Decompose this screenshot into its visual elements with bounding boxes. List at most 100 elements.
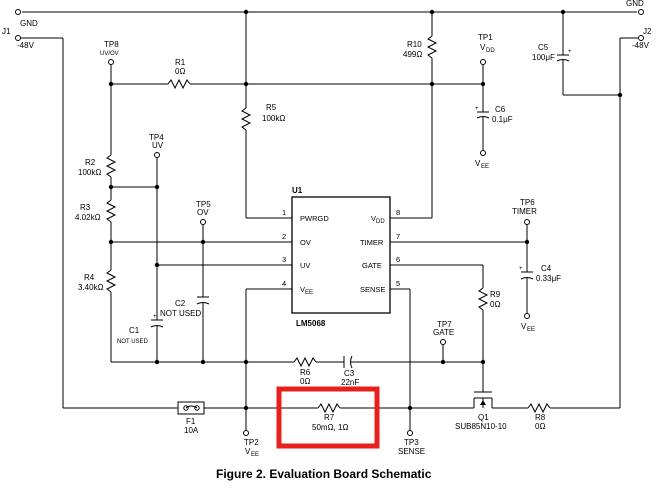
r7-value: 50mΩ, 1Ω <box>312 423 348 432</box>
r5-resistor <box>240 12 292 219</box>
gnd-right-terminal[interactable] <box>638 9 644 15</box>
gnd-rail <box>15 9 644 15</box>
figure-caption: Figure 2. Evaluation Board Schematic <box>216 467 432 481</box>
pin-4-name: V <box>300 285 305 294</box>
c2-value: NOT USED <box>160 309 201 318</box>
r2-value: 100kΩ <box>78 168 101 177</box>
tp8-testpoint[interactable] <box>108 59 114 65</box>
r2-name: R2 <box>85 158 96 167</box>
c4-vee-sub: EE <box>527 327 535 333</box>
pin-5-num: 5 <box>396 279 400 288</box>
c2-name: C2 <box>175 299 186 308</box>
pin-3-num: 3 <box>282 255 286 264</box>
tp4-testpoint[interactable] <box>154 152 160 158</box>
pin-8-num: 8 <box>396 208 400 217</box>
r1-resistor <box>108 65 486 155</box>
r5-value: 100kΩ <box>262 114 285 123</box>
pin-4-sub: EE <box>305 290 313 296</box>
svg-text:+: + <box>568 49 572 55</box>
c1-name: C1 <box>129 326 140 335</box>
r7-highlight-box <box>276 386 380 449</box>
pin-4-num: 4 <box>282 279 286 288</box>
pin-2-name: OV <box>300 238 311 247</box>
tp6-testpoint[interactable] <box>524 219 530 225</box>
gnd-right-label: GND <box>626 0 644 8</box>
r9-value: 0Ω <box>490 300 500 309</box>
tp1-label: TP1 <box>478 33 493 42</box>
r8-resistor <box>527 402 551 414</box>
j2-voltage: -48V <box>632 41 650 50</box>
tp6-label: TP6 <box>520 198 535 207</box>
q1-name: Q1 <box>478 413 489 422</box>
c3-value: 22nF <box>341 378 359 387</box>
j1-wire <box>15 35 178 409</box>
c4-vee: V <box>521 322 527 331</box>
r8-value: 0Ω <box>535 422 545 431</box>
tp3-testpoint[interactable] <box>407 430 413 436</box>
r6-value: 0Ω <box>300 377 310 386</box>
tp5-label: TP5 <box>196 200 211 209</box>
c1-value: NOT USED <box>117 339 149 345</box>
j2-terminal[interactable] <box>638 35 644 41</box>
r1-value: 0Ω <box>175 67 185 76</box>
c6-value: 0.1μF <box>492 115 513 124</box>
pin-8-sub: DD <box>376 219 385 225</box>
c6-vee-sub: EE <box>481 164 489 170</box>
tp1-testpoint[interactable] <box>480 59 486 65</box>
tp2-sub: V <box>245 447 251 456</box>
r7-name: R7 <box>324 413 335 422</box>
tp4-sub: UV <box>152 141 164 150</box>
tp2-label: TP2 <box>244 438 259 447</box>
c4-value: 0.33μF <box>536 274 561 283</box>
c5-value: 100μF <box>532 53 555 62</box>
c4-capacitor: + <box>519 266 534 313</box>
r3-name: R3 <box>80 203 91 212</box>
c3-capacitor <box>343 355 486 369</box>
j2-wire <box>550 35 644 409</box>
r8-name: R8 <box>535 413 546 422</box>
r4-value: 3.40kΩ <box>78 283 104 292</box>
f1-name: F1 <box>186 417 196 426</box>
tp7-testpoint[interactable] <box>440 339 446 345</box>
svg-text:+: + <box>153 314 157 320</box>
tp2-testpoint[interactable] <box>243 430 249 436</box>
pin-3-name: UV <box>300 261 310 270</box>
r4-resistor <box>105 269 117 362</box>
gnd-left-terminal[interactable] <box>15 9 21 15</box>
c4-name: C4 <box>541 264 552 273</box>
tp1-subscript: DD <box>486 48 495 54</box>
j1-label: J1 <box>2 27 11 36</box>
c6-capacitor: + <box>475 84 490 150</box>
svg-text:+: + <box>519 266 523 272</box>
r10-resistor <box>390 12 438 219</box>
c6-vee-testpoint[interactable] <box>480 150 486 156</box>
f1-value: 10A <box>184 426 199 435</box>
gnd-left-label: GND <box>20 19 38 28</box>
j1-terminal[interactable] <box>15 35 21 41</box>
tp5-testpoint[interactable] <box>200 219 206 225</box>
tp2-subscript: EE <box>251 452 259 458</box>
r6-resistor <box>292 356 344 368</box>
pin-1-name: PWRGD <box>300 214 329 223</box>
r9-name: R9 <box>490 290 501 299</box>
c6-vee: V <box>475 159 481 168</box>
tp5-sub: OV <box>197 208 209 217</box>
ic-part: LM5068 <box>296 319 326 328</box>
c2-capacitor <box>196 296 210 362</box>
tp4-label: TP4 <box>149 133 164 142</box>
c4-vee-testpoint[interactable] <box>524 313 530 319</box>
tp6-sub: TIMER <box>512 207 537 216</box>
r9-resistor <box>477 265 489 362</box>
tp7-sub: GATE <box>433 328 454 337</box>
tp3-sub: SENSE <box>398 447 425 456</box>
pin-7-name: TIMER <box>360 238 384 247</box>
tp7-label: TP7 <box>437 320 452 329</box>
pin-2-num: 2 <box>282 232 286 241</box>
r7-resistor <box>317 402 474 414</box>
r5-name: R5 <box>266 103 277 112</box>
svg-text:+: + <box>475 106 479 112</box>
r3-value: 4.02kΩ <box>75 213 101 222</box>
tp8-label: TP8 <box>104 40 119 49</box>
tp1-sub: V <box>480 43 486 52</box>
